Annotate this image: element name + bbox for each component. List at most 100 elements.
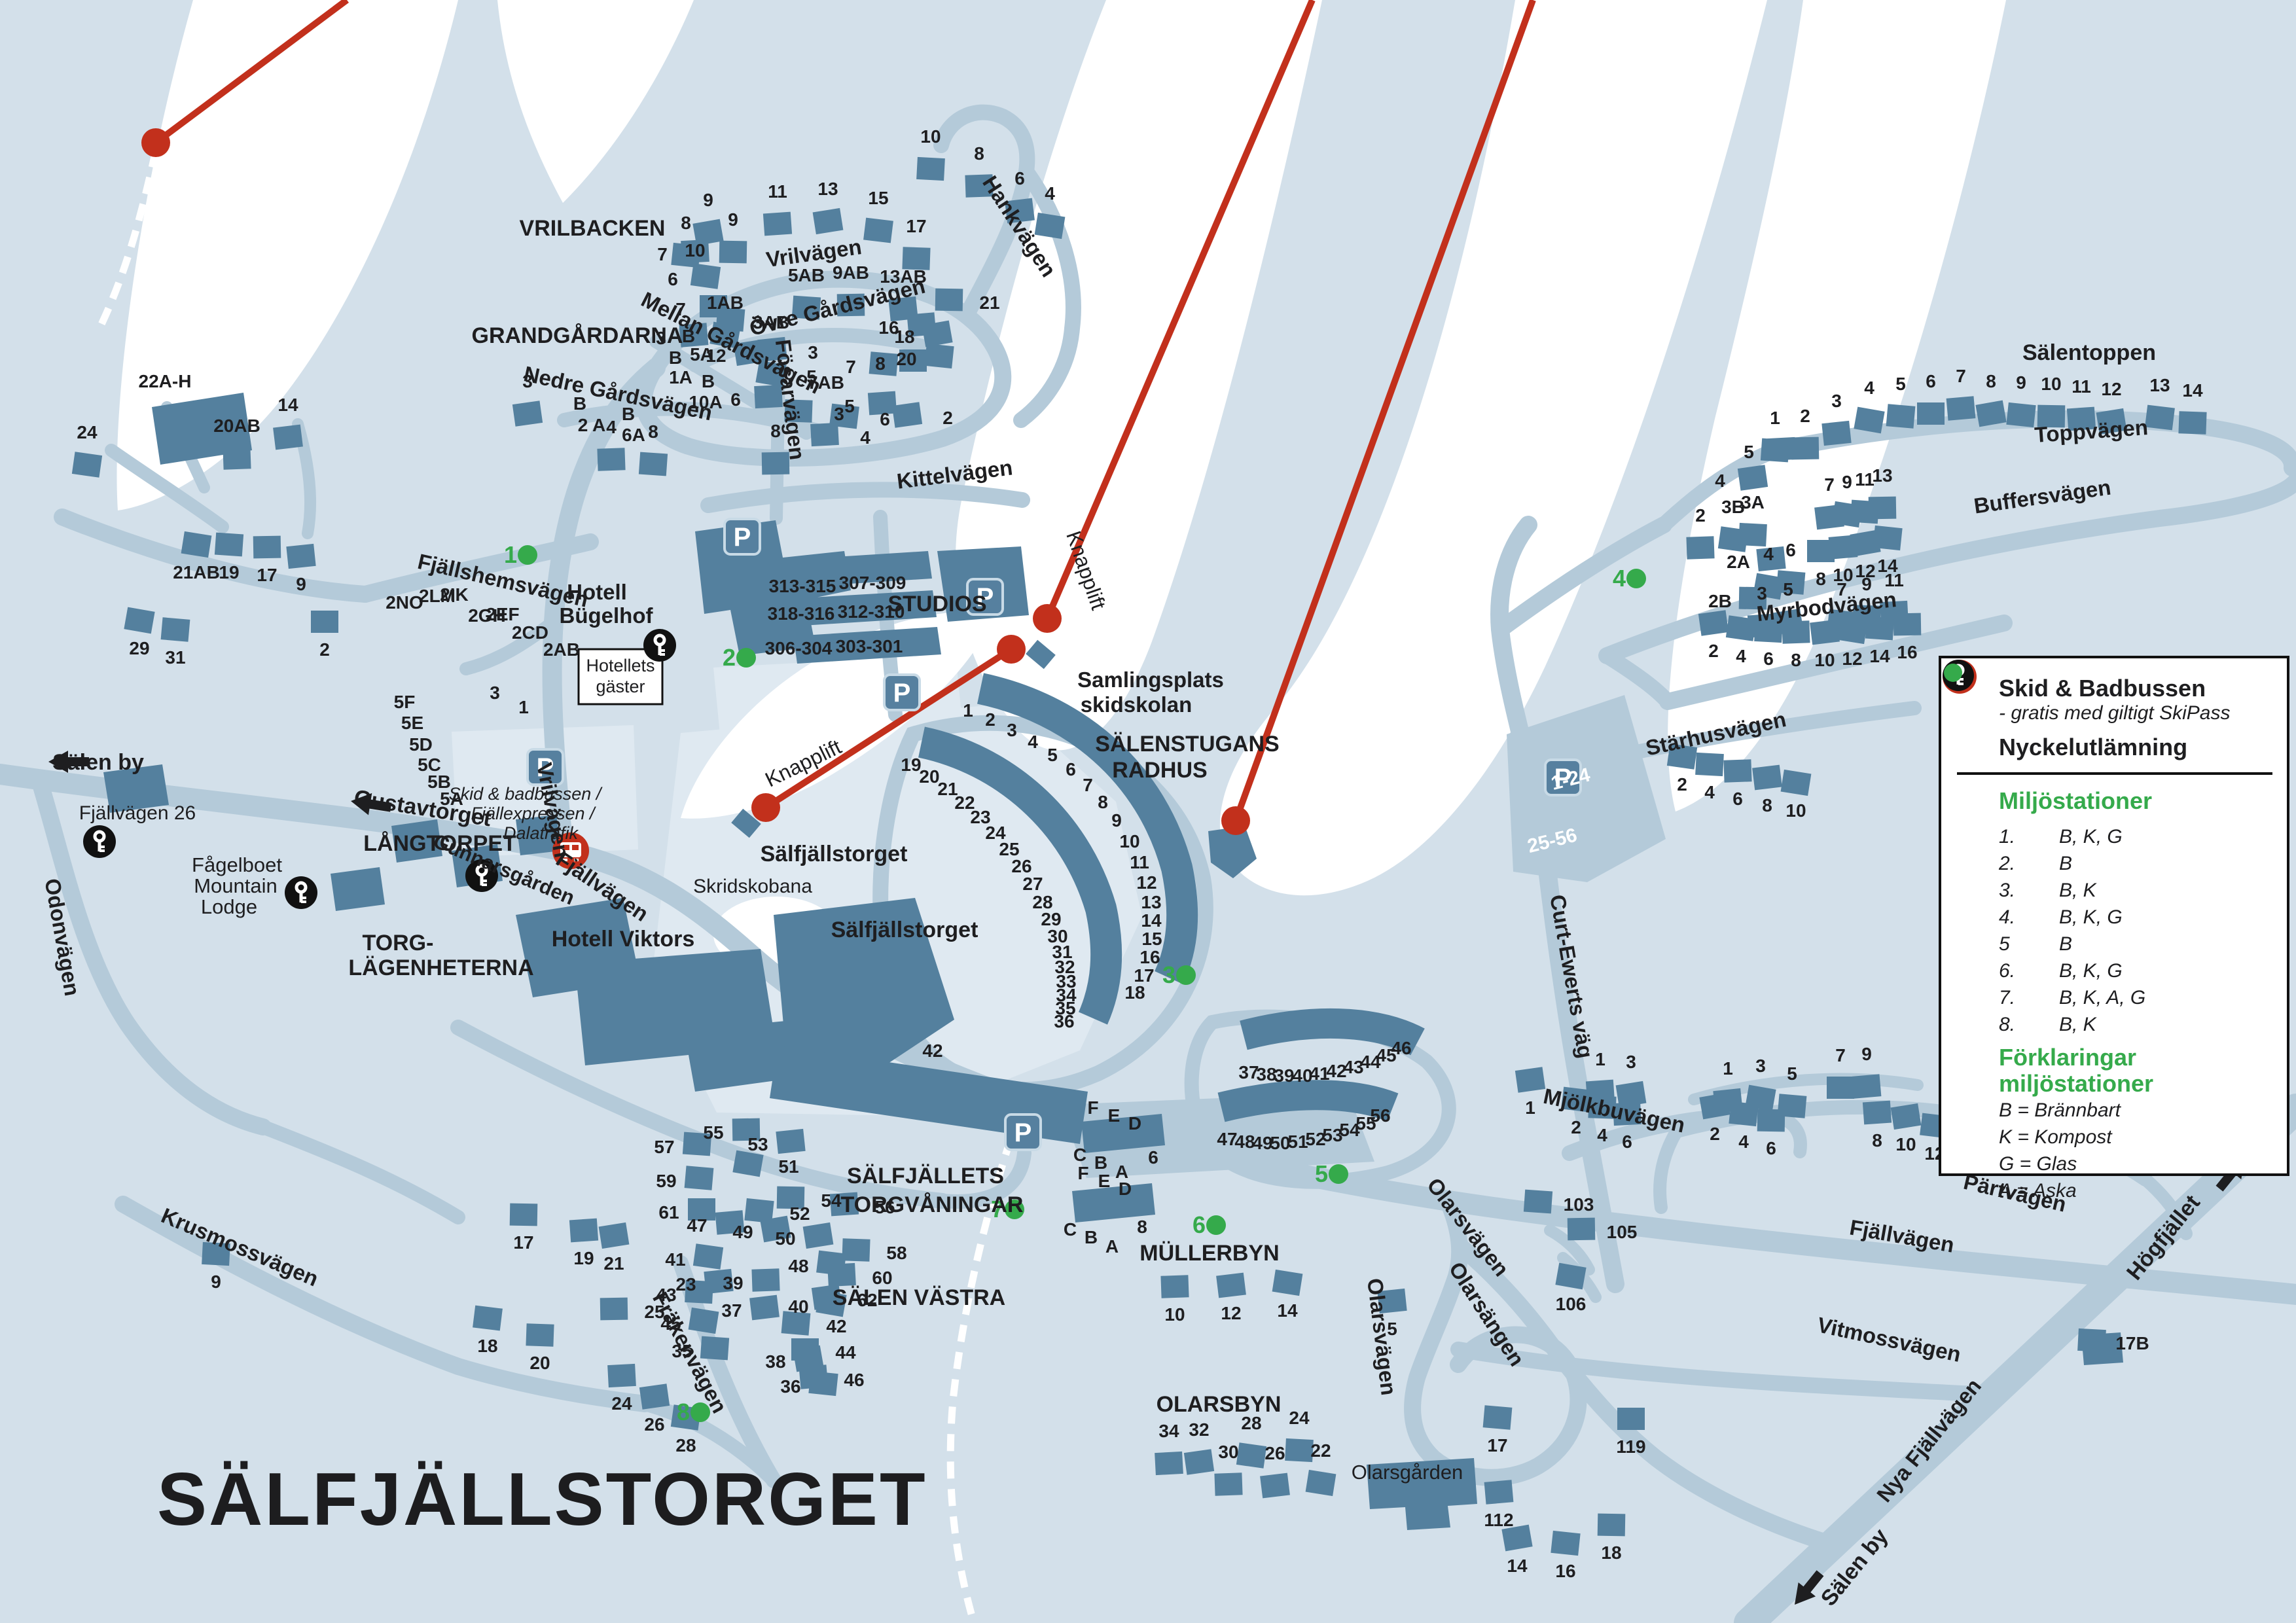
house-number: 2 <box>319 639 330 660</box>
house-number: 17 <box>257 565 277 585</box>
house-number: 15 <box>1141 929 1162 949</box>
house-number: 2 <box>1695 505 1706 526</box>
building <box>867 391 897 416</box>
house-number: 2AB <box>543 639 580 660</box>
map-label: GRANDGÅRDARNA <box>472 323 683 348</box>
building <box>891 402 923 428</box>
house-number: B <box>622 404 635 424</box>
building <box>791 295 821 320</box>
house-number: 52 <box>1305 1129 1325 1149</box>
building <box>1216 1272 1246 1298</box>
parking-icon-bg <box>883 673 921 711</box>
house-number: 10 <box>1814 650 1835 670</box>
building <box>836 293 865 317</box>
building <box>1782 620 1810 644</box>
house-number: 5A <box>690 344 713 365</box>
building <box>1501 1524 1533 1552</box>
house-number: 7 <box>1835 1045 1846 1065</box>
building <box>692 1243 724 1270</box>
building <box>715 1210 745 1235</box>
building <box>1862 1100 1892 1125</box>
house-number: 12 <box>2101 379 2121 399</box>
building <box>733 339 764 366</box>
house-number: 6 <box>1622 1132 1632 1152</box>
house-number: 49 <box>1252 1133 1272 1153</box>
house-number: 3 <box>1626 1052 1636 1072</box>
milj-station-marker <box>736 648 756 668</box>
rowhouse-building <box>1217 1080 1399 1122</box>
house-number: B <box>1094 1152 1107 1173</box>
house-number: 8 <box>1986 371 1996 391</box>
lift-station-dot <box>141 128 170 157</box>
house-number: 8 <box>1137 1217 1147 1237</box>
house-number: 15 <box>868 188 888 208</box>
house-number: 3 <box>1831 391 1842 411</box>
road <box>557 401 833 440</box>
milj-station-number: 1 <box>504 541 517 568</box>
house-number: 7AB <box>808 372 844 393</box>
building <box>2077 1328 2106 1353</box>
house-number: 20 <box>919 766 939 787</box>
building <box>902 247 931 270</box>
building <box>1723 759 1752 783</box>
house-number: F <box>1087 1097 1098 1118</box>
house-number: 25 <box>644 1302 664 1322</box>
map-label: skidskolan <box>1081 692 1193 717</box>
lift-station-building <box>1026 639 1056 669</box>
house-number: 29 <box>129 638 149 658</box>
bus-stop-icon <box>552 832 589 869</box>
house-number: 34 <box>1158 1421 1179 1441</box>
house-number: 1 <box>963 700 973 721</box>
house-number: 5A <box>440 789 463 809</box>
building <box>152 393 252 465</box>
house-number: 1 <box>1770 408 1780 428</box>
house-number: 31 <box>1052 942 1072 962</box>
building <box>2145 404 2175 431</box>
building <box>331 867 385 911</box>
house-number: 13 <box>1872 465 1892 486</box>
house-number: 40 <box>1292 1065 1312 1086</box>
house-number: 7 <box>1837 579 1847 599</box>
house-number: C <box>1073 1145 1086 1165</box>
rowhouse-building <box>977 673 1198 984</box>
house-number: B <box>702 371 715 391</box>
building <box>744 1198 774 1224</box>
house-number: 3 <box>490 683 500 703</box>
building <box>784 551 932 588</box>
building <box>754 384 783 409</box>
house-number: 46 <box>844 1370 864 1390</box>
house-number: 39 <box>1274 1065 1294 1086</box>
parking-icon: P <box>883 673 921 711</box>
house-number: 5 <box>844 396 855 416</box>
building <box>1854 406 1885 434</box>
house-number: 14 <box>1507 1556 1528 1576</box>
map-label: Sälfjällstorget <box>831 918 978 942</box>
house-number: 7 <box>657 244 668 264</box>
road <box>542 358 666 861</box>
house-number: 22A-H <box>139 371 192 391</box>
house-number: 4 <box>1736 646 1746 666</box>
house-number: 10 <box>1119 831 1139 851</box>
building <box>755 360 787 387</box>
house-number: 23 <box>675 1274 696 1294</box>
house-number: 2EF <box>486 604 519 624</box>
house-number: 12 <box>1855 561 1875 581</box>
building <box>1868 496 1897 520</box>
building <box>1615 1080 1647 1108</box>
map-label: Fjällexpressen / <box>471 804 596 823</box>
milj-expl-row: A = Aska <box>1999 1180 2077 1202</box>
house-number: 31 <box>165 647 185 668</box>
house-number: 13 <box>817 179 838 199</box>
building <box>1160 1275 1189 1298</box>
house-number: 2NO <box>386 592 423 613</box>
building <box>607 1363 636 1388</box>
direction-arrow <box>1795 1570 1824 1605</box>
map-label: Samlingsplats <box>1077 668 1224 692</box>
milj-station-marker <box>1005 1200 1024 1219</box>
ski-slope <box>117 0 458 510</box>
house-number: 6 <box>1014 168 1025 188</box>
milj-station-marker <box>1176 965 1196 985</box>
house-number: 6 <box>1926 371 1936 391</box>
house-number: 53 <box>747 1134 768 1154</box>
